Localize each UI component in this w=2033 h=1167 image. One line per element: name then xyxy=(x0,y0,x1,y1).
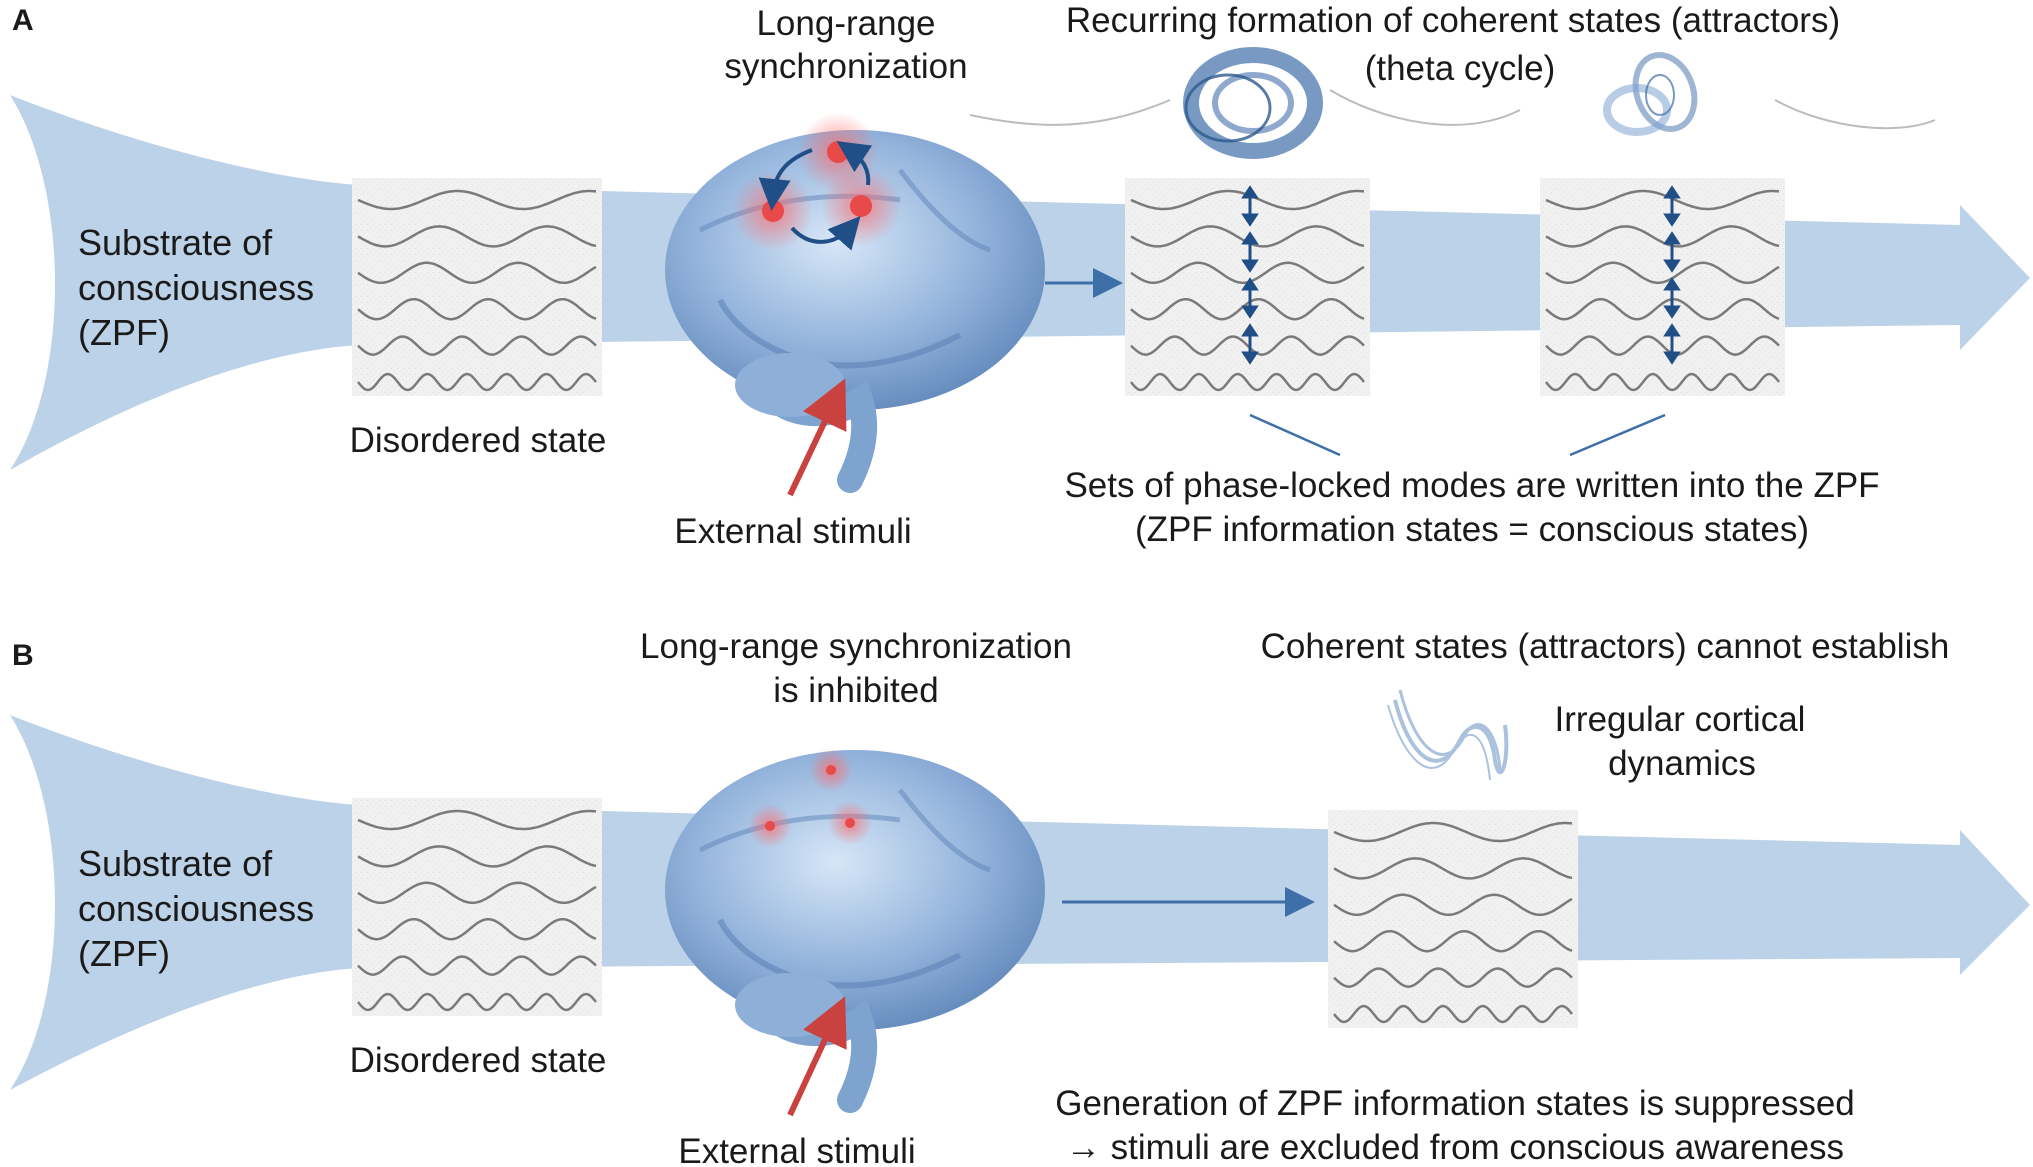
phase-label-1: Sets of phase-locked modes are written i… xyxy=(1064,466,1879,505)
phase-lock-arrowhead-up xyxy=(1241,231,1259,245)
wave-line xyxy=(1333,893,1573,917)
phase-lock-arrowhead-up xyxy=(1241,185,1259,199)
disordered-label-b: Disordered state xyxy=(350,1041,607,1080)
recurring-label-2: (theta cycle) xyxy=(1365,49,1556,88)
theta-cycle-wave xyxy=(969,89,1936,130)
external-label-b: External stimuli xyxy=(678,1132,915,1167)
wave-line xyxy=(1333,929,1573,953)
panel-b-letter: B xyxy=(12,639,34,672)
wave-line xyxy=(357,845,597,868)
phase-lock-arrowhead-down xyxy=(1663,351,1681,365)
wave-line xyxy=(1333,1004,1573,1024)
phase-lock-arrowhead-up xyxy=(1663,185,1681,199)
wave-line xyxy=(1130,335,1365,356)
wave-line xyxy=(1333,857,1573,880)
phase-lock-arrowhead-down xyxy=(1241,213,1259,227)
coherent-label: Coherent states (attractors) cannot esta… xyxy=(1261,627,1950,666)
stimulus-arrow-b xyxy=(787,996,847,1117)
wave-line xyxy=(357,955,597,976)
disordered-wave-panel-b xyxy=(352,798,602,1016)
wave-line xyxy=(357,189,597,211)
substrate-label-b-1: Substrate of xyxy=(78,843,273,884)
substrate-label-b-3: (ZPF) xyxy=(78,933,170,974)
wave-line xyxy=(357,881,597,905)
wave-line xyxy=(1130,297,1365,321)
wave-line xyxy=(1545,225,1780,248)
phase-lock-arrowhead-down xyxy=(1663,305,1681,319)
pointer-line-1 xyxy=(1249,413,1341,457)
irregular-wave-panel xyxy=(1328,810,1578,1028)
hotspots-a xyxy=(733,112,901,251)
wave-line xyxy=(357,917,597,941)
sync-label-a-2: synchronization xyxy=(724,47,967,86)
irregular-label-2: dynamics xyxy=(1608,744,1756,783)
wave-line xyxy=(1333,821,1573,843)
attractor-icon xyxy=(1183,47,1323,159)
substrate-label-b-2: consciousness xyxy=(78,888,314,929)
wave-line xyxy=(1545,297,1780,321)
phase-lock-arrowhead-down xyxy=(1663,213,1681,227)
phase-lock-arrowhead-down xyxy=(1241,305,1259,319)
substrate-label-a-3: (ZPF) xyxy=(78,312,170,353)
panel-b: B xyxy=(10,627,2030,1167)
attractor-icon-2 xyxy=(1603,52,1698,136)
wave-line xyxy=(357,261,597,285)
wave-line xyxy=(1545,189,1780,211)
recurring-label-1: Recurring formation of coherent states (… xyxy=(1066,1,1840,40)
sync-label-a-1: Long-range xyxy=(756,4,935,43)
wave-line xyxy=(1545,261,1780,285)
wave-line xyxy=(357,225,597,248)
generation-label-2: → stimuli are excluded from conscious aw… xyxy=(1066,1128,1844,1167)
wave-line xyxy=(357,372,597,392)
wave-line xyxy=(357,992,597,1012)
substrate-label-a-2: consciousness xyxy=(78,267,314,308)
wave-line xyxy=(357,297,597,321)
phase-lock-arrowhead-up xyxy=(1663,277,1681,291)
phase-lock-arrowhead-down xyxy=(1241,351,1259,365)
panel-a-letter: A xyxy=(12,4,34,37)
wave-line xyxy=(1130,372,1365,392)
wave-line xyxy=(1333,967,1573,988)
phase-locked-panel-2 xyxy=(1540,178,1785,396)
external-label-a: External stimuli xyxy=(674,512,911,551)
wave-line xyxy=(357,335,597,356)
generation-label-1: Generation of ZPF information states is … xyxy=(1055,1084,1855,1123)
wave-line xyxy=(357,809,597,831)
phase-locked-panel-1 xyxy=(1125,178,1370,396)
irregular-attractor-icon xyxy=(1387,689,1509,781)
sync-label-b-1: Long-range synchronization xyxy=(640,627,1072,666)
wave-line xyxy=(1545,372,1780,392)
disordered-wave-panel-a xyxy=(352,178,602,396)
phase-lock-arrowhead-up xyxy=(1663,323,1681,337)
phase-lock-arrowhead-down xyxy=(1241,259,1259,273)
phase-lock-arrowhead-up xyxy=(1241,277,1259,291)
hotspots-b xyxy=(748,748,872,848)
pointer-line-2 xyxy=(1569,413,1666,457)
substrate-label-a-1: Substrate of xyxy=(78,222,273,263)
phase-label-2: (ZPF information states = conscious stat… xyxy=(1135,510,1809,549)
phase-lock-arrowhead-down xyxy=(1663,259,1681,273)
phase-lock-arrowhead-up xyxy=(1241,323,1259,337)
phase-lock-arrowhead-up xyxy=(1663,231,1681,245)
wave-line xyxy=(1545,335,1780,356)
stimulus-arrow-a xyxy=(787,378,847,497)
disordered-label-a: Disordered state xyxy=(350,421,607,460)
sync-label-b-2: is inhibited xyxy=(773,671,938,710)
panel-a: A xyxy=(10,1,2030,551)
irregular-label-1: Irregular cortical xyxy=(1555,700,1806,739)
